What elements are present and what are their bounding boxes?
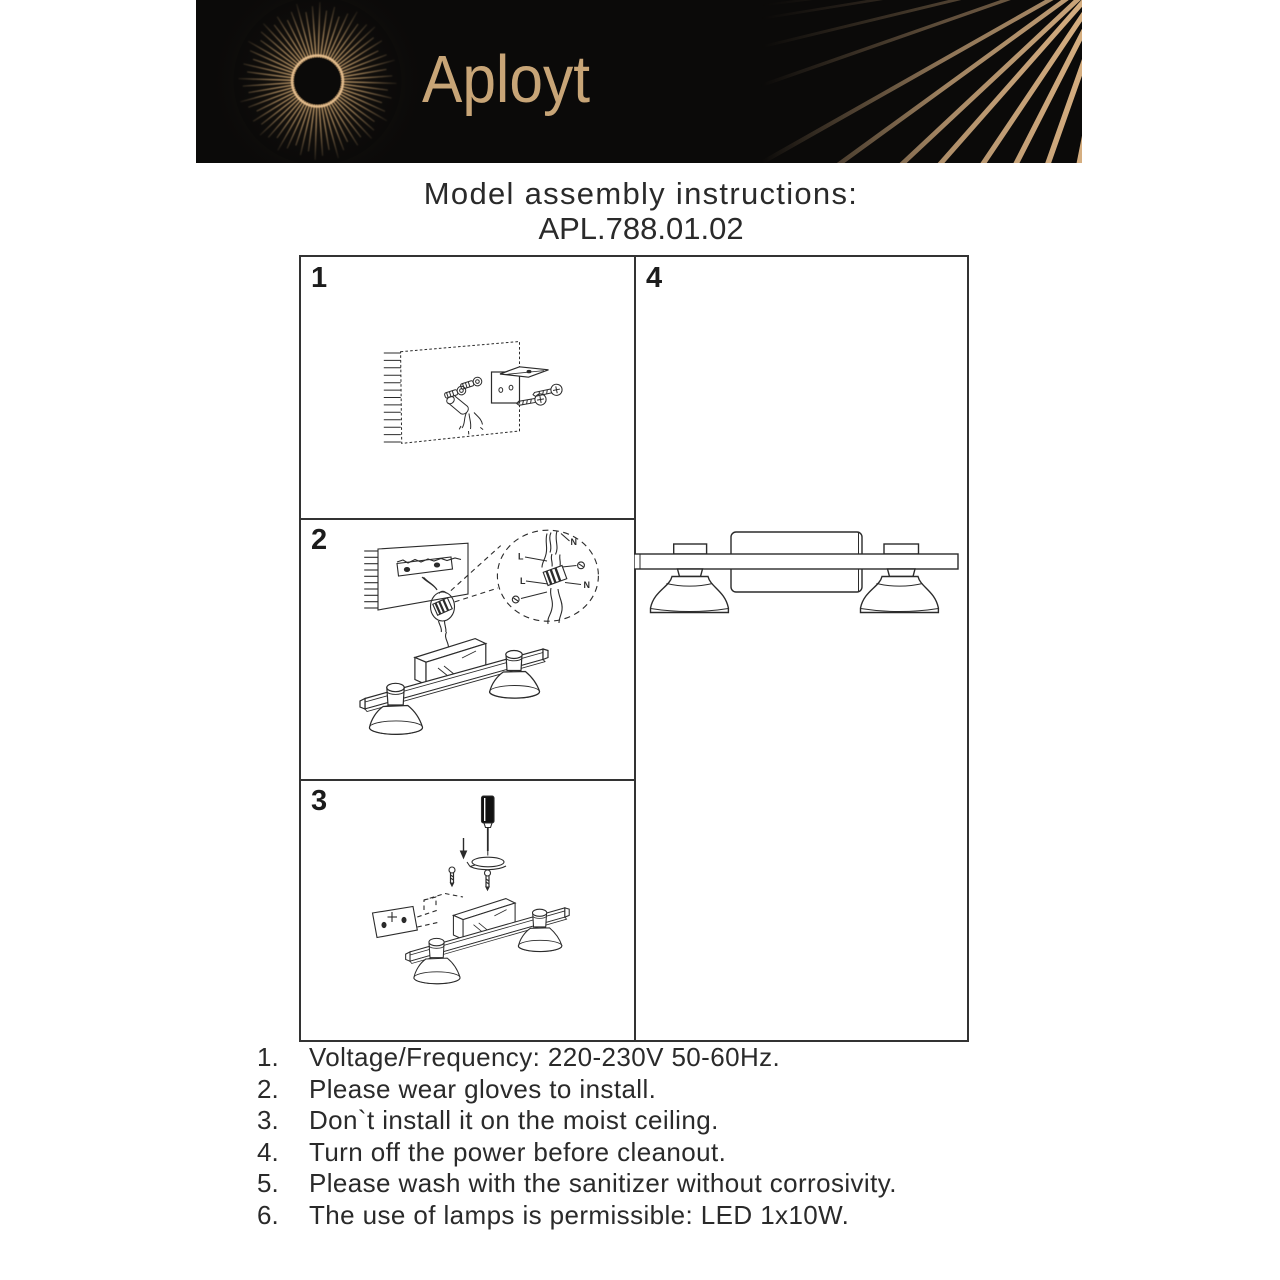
svg-text:L: L — [520, 576, 526, 586]
svg-text:N: N — [584, 580, 591, 590]
svg-text:Aployt: Aployt — [422, 42, 590, 117]
svg-text:N: N — [571, 537, 578, 547]
svg-text:L: L — [518, 552, 524, 562]
